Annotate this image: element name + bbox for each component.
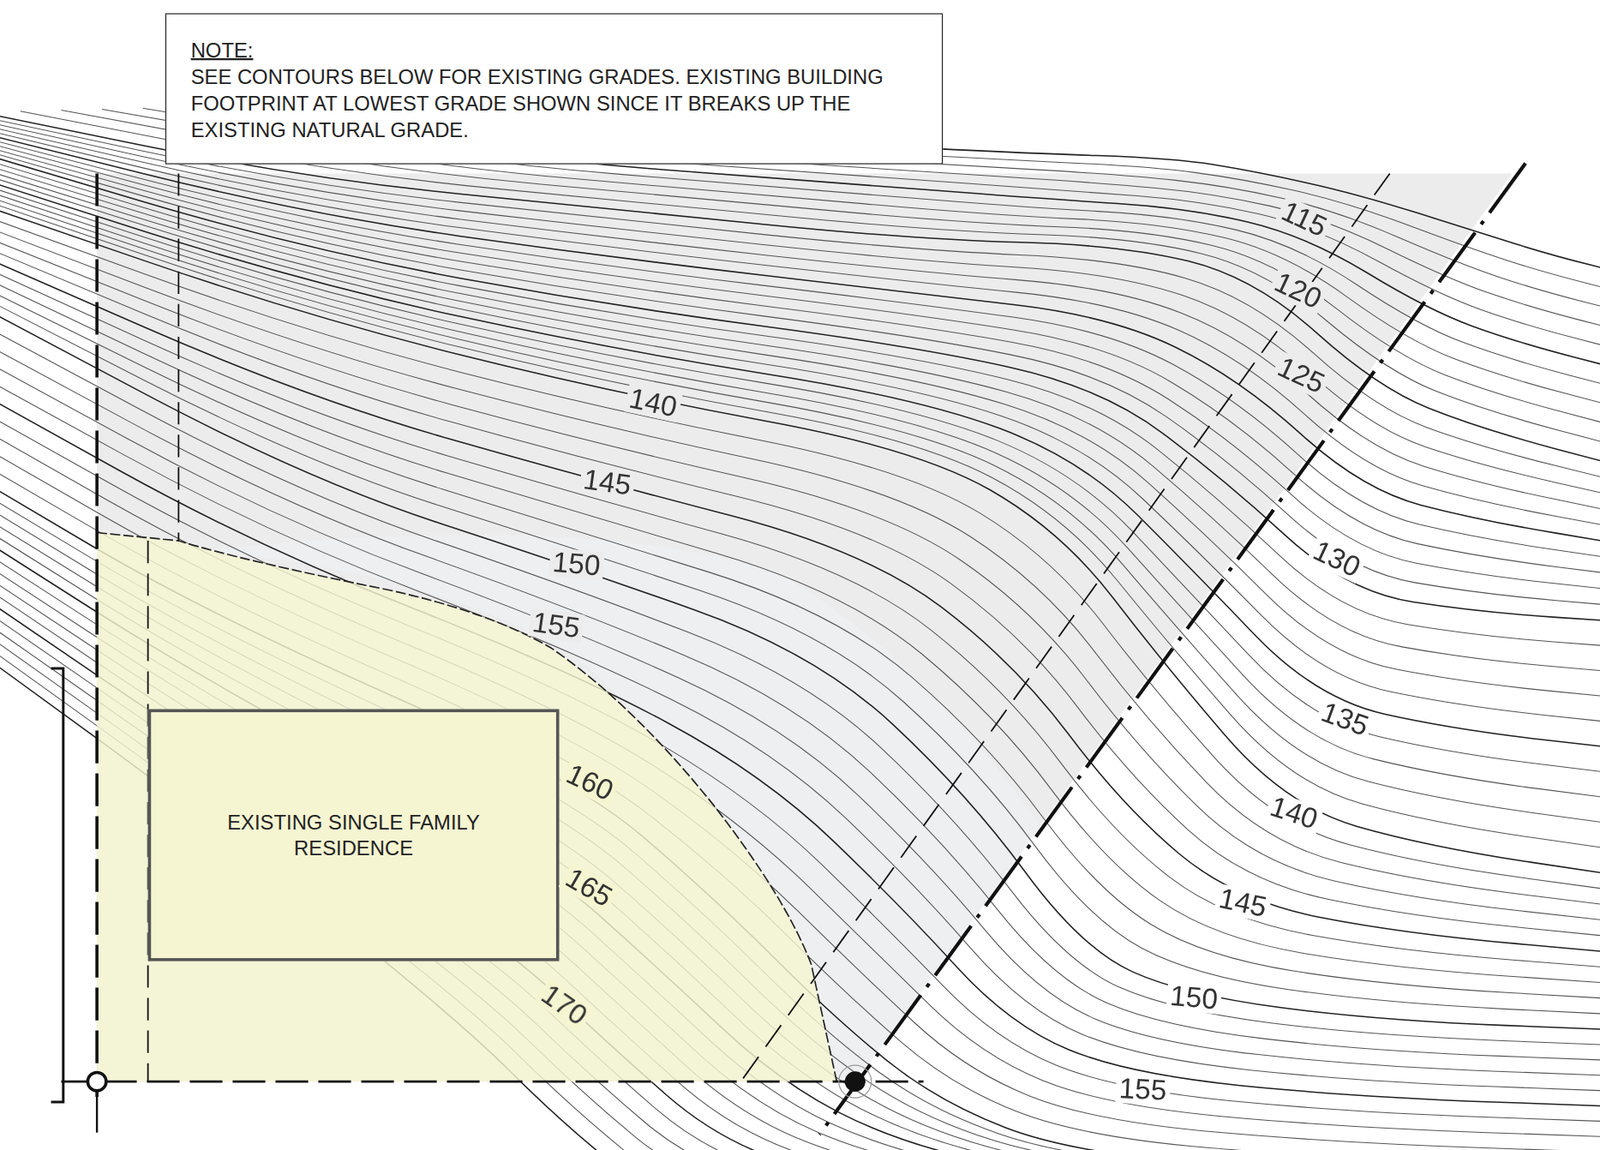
contour-elevation: 150 — [548, 547, 605, 582]
area-boundary — [96, 533, 837, 1083]
contour-lines — [0, 101, 1600, 1150]
contour-elevation: 155 — [1114, 1073, 1170, 1106]
contour-line — [0, 491, 1600, 1150]
contour-line — [0, 503, 1600, 1150]
grey-area — [96, 173, 1512, 1082]
contour-line — [0, 153, 1600, 624]
note-body: SEE CONTOURS BELOW FOR EXISTING GRADES. … — [191, 63, 918, 144]
property-line — [819, 163, 1526, 1136]
contour-line — [0, 112, 1600, 470]
contour-elevation: 150 — [1165, 981, 1222, 1015]
bracket — [51, 668, 64, 1103]
contour-line — [0, 479, 1600, 1150]
contour-line — [0, 144, 1600, 593]
contour-line — [0, 427, 1600, 1139]
contour-line — [0, 375, 1600, 1092]
contour-line — [0, 514, 1600, 1150]
contour-line — [0, 410, 1600, 1123]
setback-line — [177, 173, 180, 541]
contour-elevation: 155 — [527, 607, 586, 644]
contour-line — [0, 149, 1600, 608]
note-box: NOTE:SEE CONTOURS BELOW FOR EXISTING GRA… — [165, 12, 943, 164]
building-footprint: EXISTING SINGLE FAMILY RESIDENCE — [148, 709, 560, 962]
corner-marker — [838, 1065, 872, 1098]
yellow-area — [96, 533, 837, 1083]
setback-line — [740, 173, 1390, 1082]
corner-marker — [87, 1072, 106, 1091]
contour-elevation: 140 — [1264, 791, 1325, 835]
building-label: EXISTING SINGLE FAMILY RESIDENCE — [202, 809, 506, 862]
contour-line — [0, 526, 1600, 1150]
contour-elevation: 135 — [1314, 696, 1375, 743]
contour-line — [0, 140, 1600, 576]
property-line — [60, 1080, 923, 1084]
note-heading: NOTE: — [191, 36, 918, 64]
contour-line — [0, 137, 1600, 562]
contour-elevation: 145 — [578, 464, 636, 501]
contour-line — [0, 461, 1600, 1150]
contour-line — [0, 132, 1600, 546]
contour-elevation: 145 — [1213, 883, 1272, 923]
contour-line — [0, 444, 1600, 1150]
corner-marker — [844, 1071, 866, 1092]
property-line — [95, 173, 99, 1097]
